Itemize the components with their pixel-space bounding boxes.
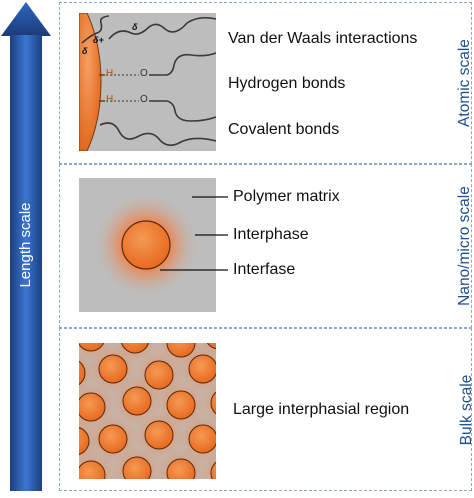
bulk-particle xyxy=(144,420,174,450)
nano-scale-label: Nano/micro scale xyxy=(456,186,473,306)
bulk-particle xyxy=(166,390,196,420)
atomic-scale-label: Atomic scale xyxy=(456,39,473,127)
arrow-head xyxy=(1,2,51,36)
label-covalent-bonds: Covalent bonds xyxy=(228,121,340,138)
nano-illustration xyxy=(79,178,216,312)
bulk-particle xyxy=(79,343,105,352)
bulk-particle xyxy=(210,391,216,415)
bulk-particle xyxy=(144,360,174,390)
bulk-scale-label: Bulk scale xyxy=(458,374,474,446)
label-hydrogen-bonds: Hydrogen bonds xyxy=(228,75,346,92)
polymer-chain xyxy=(149,52,217,76)
delta-minus-symbol: δ xyxy=(132,22,138,32)
label-polymer-matrix: Polymer matrix xyxy=(233,188,340,205)
bulk-particle xyxy=(121,343,149,354)
atomic-panel-frame xyxy=(59,2,472,164)
oxygen-symbol: O xyxy=(140,94,148,105)
arrow-shaft xyxy=(10,35,42,491)
particle-edge xyxy=(78,12,102,152)
oxygen-symbol: O xyxy=(140,68,148,79)
particle-core xyxy=(121,220,171,270)
bulk-illustration xyxy=(79,343,216,479)
label-van-der-waals: Van der Waals interactions xyxy=(228,30,418,47)
bulk-panel-frame xyxy=(59,328,472,491)
polymer-chain xyxy=(108,16,217,40)
length-scale-label: Length scale xyxy=(17,202,34,288)
bulk-particle xyxy=(79,360,86,386)
hydrogen-symbol: H xyxy=(106,68,114,79)
bulk-particle xyxy=(206,343,216,350)
nano-panel-frame xyxy=(59,164,472,328)
bulk-particle xyxy=(79,392,106,422)
polymer-chain xyxy=(149,100,217,122)
polymer-chain xyxy=(81,15,110,44)
label-interfase: Interfase xyxy=(233,261,296,278)
bulk-particle xyxy=(210,461,216,479)
bulk-particle xyxy=(166,343,196,358)
nano-leader-lines xyxy=(160,196,228,271)
atomic-illustration: δ+ δ δ H O H O xyxy=(78,12,217,152)
bulk-particle xyxy=(122,456,152,479)
label-large-interphasial-region: Large interphasial region xyxy=(233,401,410,418)
hydrogen-symbol: H xyxy=(106,94,114,105)
length-scale-arrow: Length scale xyxy=(0,0,52,493)
delta-plus-symbol: δ+ xyxy=(93,35,104,45)
bulk-particle xyxy=(188,424,216,454)
bulk-particle xyxy=(98,354,128,384)
polymer-chain xyxy=(99,122,217,147)
bulk-particle xyxy=(98,424,128,454)
delta-symbol: δ xyxy=(82,46,88,56)
bulk-particle xyxy=(79,460,106,479)
bulk-particle xyxy=(79,427,90,455)
bulk-particle xyxy=(188,354,216,384)
bulk-particle xyxy=(122,386,152,416)
label-interphase: Interphase xyxy=(233,226,309,243)
bulk-particle xyxy=(166,458,196,479)
